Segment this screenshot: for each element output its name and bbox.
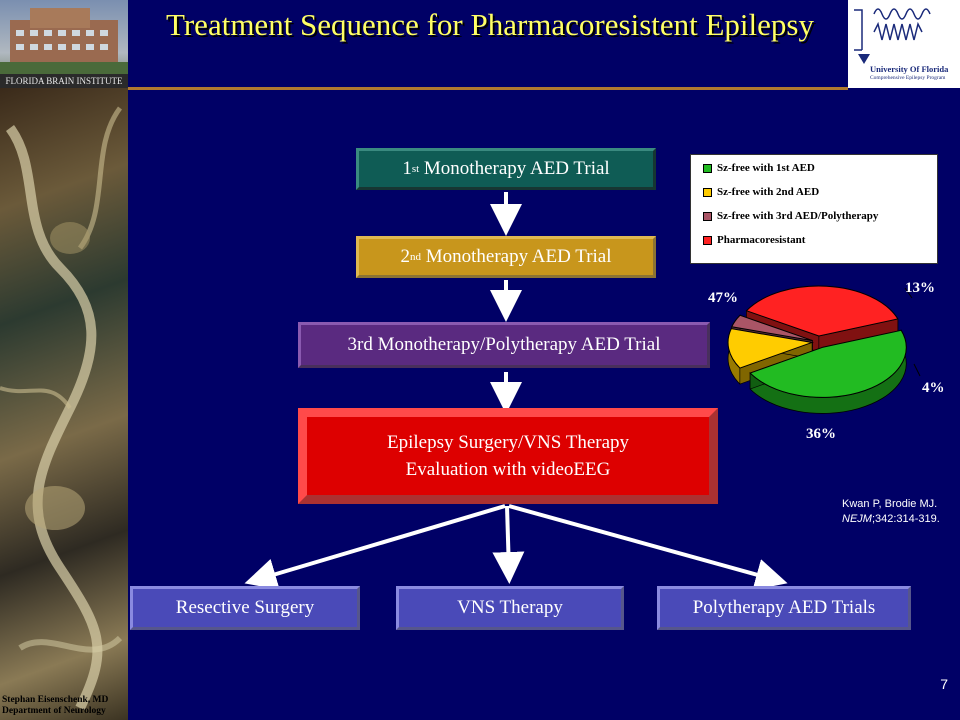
pie-slice-top bbox=[731, 314, 813, 342]
citation: Kwan P, Brodie MJ. NEJM;342:314-319. bbox=[842, 497, 940, 527]
title-divider bbox=[128, 87, 848, 90]
outcome-resective-surgery: Resective Surgery bbox=[130, 586, 360, 630]
eeg-waveform-icon bbox=[854, 8, 931, 64]
pct-label-36: 36% bbox=[806, 426, 836, 442]
outcome-label: Polytherapy AED Trials bbox=[692, 597, 876, 618]
arrow-to-resective bbox=[244, 504, 506, 590]
step1-text: Monotherapy AED Trial bbox=[419, 158, 610, 179]
step1-suffix: st bbox=[411, 163, 420, 175]
author-credit: Stephan Eisenschenk, MD Department of Ne… bbox=[2, 695, 108, 717]
arrow-to-vns bbox=[492, 505, 525, 584]
pct-label-4: 4% bbox=[922, 380, 945, 396]
step4-line1: Epilepsy Surgery/VNS Therapy bbox=[386, 432, 630, 453]
author-name: Stephan Eisenschenk, MD bbox=[2, 695, 109, 705]
citation-journal: NEJM bbox=[842, 513, 872, 525]
uf-logo-subtitle: Comprehensive Epilepsy Program bbox=[870, 75, 946, 81]
step2-suffix: nd bbox=[409, 251, 421, 263]
legend-swatch bbox=[703, 236, 712, 245]
building-photo: FLORIDA BRAIN INSTITUTE bbox=[0, 0, 128, 88]
chart-legend: Sz-free with 1st AED Sz-free with 2nd AE… bbox=[690, 154, 938, 264]
pie-slice bbox=[749, 328, 907, 414]
citation-volume: ;342:314-319. bbox=[871, 513, 940, 525]
legend-swatch bbox=[703, 164, 712, 173]
step3-text: 3rd Monotherapy/Polytherapy AED Trial bbox=[347, 334, 661, 355]
legend-label: Sz-free with 2nd AED bbox=[717, 186, 820, 198]
pie-leader-line bbox=[904, 287, 913, 299]
step-surgery-evaluation: Epilepsy Surgery/VNS Therapy Evaluation … bbox=[298, 408, 718, 504]
neuron-artwork: Stephan Eisenschenk, MD Department of Ne… bbox=[0, 88, 128, 720]
citation-authors: Kwan P, Brodie MJ. bbox=[842, 498, 938, 510]
brain-institute-caption: FLORIDA BRAIN INSTITUTE bbox=[0, 74, 128, 88]
legend-item: Sz-free with 1st AED bbox=[703, 161, 937, 185]
outcome-vns-therapy: VNS Therapy bbox=[396, 586, 624, 630]
step-third-polytherapy: 3rd Monotherapy/Polytherapy AED Trial bbox=[298, 322, 710, 368]
legend-label: Sz-free with 3rd AED/Polytherapy bbox=[717, 210, 879, 222]
step1-ordinal: 1 bbox=[402, 158, 412, 179]
legend-item: Sz-free with 2nd AED bbox=[703, 185, 937, 209]
legend-swatch bbox=[703, 212, 712, 221]
outcome-pie-chart bbox=[727, 285, 921, 414]
step4-line2: Evaluation with videoEEG bbox=[405, 459, 611, 480]
step2-ordinal: 2 bbox=[400, 246, 410, 267]
author-department: Department of Neurology bbox=[2, 706, 106, 716]
legend-item: Sz-free with 3rd AED/Polytherapy bbox=[703, 209, 937, 233]
legend-label: Sz-free with 1st AED bbox=[717, 162, 815, 174]
outcome-label: VNS Therapy bbox=[457, 597, 563, 618]
legend-item: Pharmacoresistant bbox=[703, 233, 937, 257]
pie-slice-top bbox=[727, 328, 815, 369]
neuron-illustration bbox=[0, 106, 123, 711]
uf-logo-title: University Of Florida bbox=[870, 64, 949, 74]
step2-text: Monotherapy AED Trial bbox=[420, 246, 612, 267]
outcome-label: Resective Surgery bbox=[175, 597, 315, 618]
slide-title: Treatment Sequence for Pharmacoresistent… bbox=[166, 7, 814, 42]
citation-journal-line: NEJM;342:314-319. bbox=[842, 512, 940, 527]
outcome-polytherapy: Polytherapy AED Trials bbox=[657, 586, 911, 630]
pie-slice-top bbox=[745, 285, 899, 337]
uf-epilepsy-logo: University Of Florida Comprehensive Epil… bbox=[848, 0, 960, 88]
pct-label-47: 47% bbox=[708, 290, 738, 306]
legend-label: Pharmacoresistant bbox=[717, 234, 806, 246]
legend-swatch bbox=[703, 188, 712, 197]
arrow-to-polytherapy bbox=[508, 504, 788, 591]
pie-leader-line bbox=[913, 363, 921, 377]
pct-label-13: 13% bbox=[905, 280, 935, 296]
building-illustration bbox=[0, 8, 128, 74]
pie-slice-top bbox=[749, 329, 907, 398]
page-number: 7 bbox=[940, 676, 948, 692]
